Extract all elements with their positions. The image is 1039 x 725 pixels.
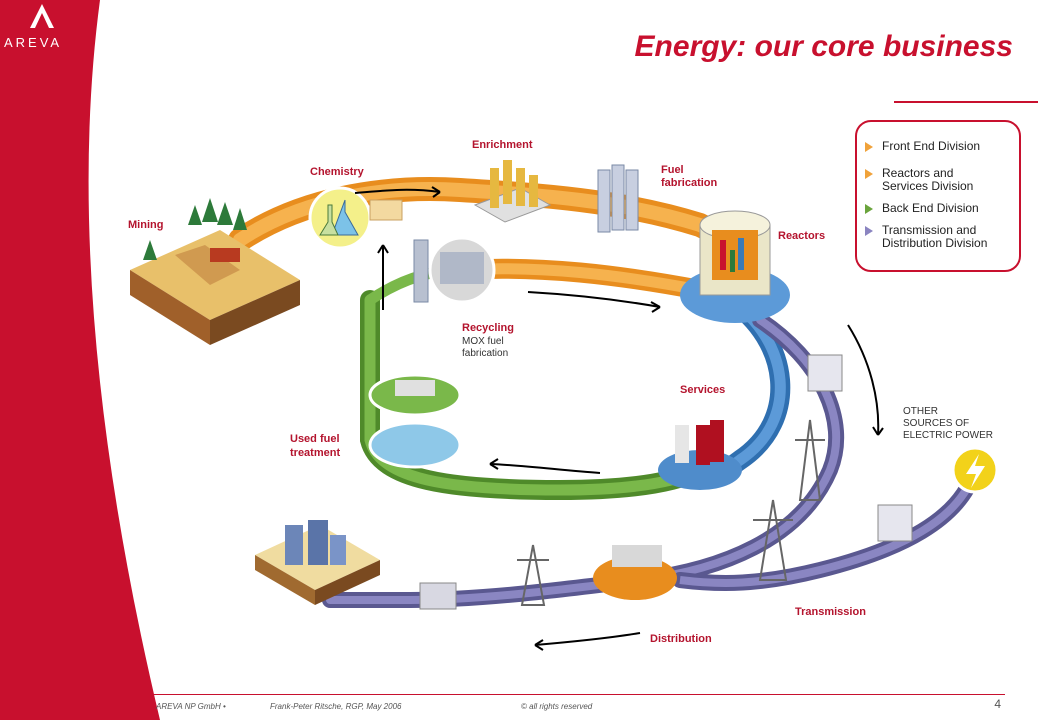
label-recycling: Recycling — [462, 322, 514, 334]
transformer-illustration-1 — [807, 354, 843, 392]
legend-label-line-1: Transmission and — [882, 223, 977, 237]
legend-label: Back End Division — [882, 201, 979, 215]
pylon-illustration-1 — [795, 419, 825, 501]
page-title: Energy: our core business — [634, 30, 1013, 63]
footer-company: AREVA NP GmbH • — [156, 702, 226, 711]
label-mining: Mining — [128, 219, 163, 231]
red-band — [0, 0, 160, 720]
label-other-sources-3: ELECTRIC POWER — [903, 430, 993, 441]
reactor-illustration — [680, 210, 790, 323]
triangle-bullet-icon — [865, 226, 873, 236]
pylon-illustration-2 — [753, 499, 793, 581]
brand-logo-text: AREVA — [4, 35, 63, 50]
arrow-reactor-out — [847, 324, 880, 436]
triangle-bullet-icon — [865, 204, 873, 214]
label-used-fuel-1: Used fuel — [290, 433, 340, 445]
city-illustration — [255, 520, 380, 605]
triangle-bullet-icon — [865, 169, 873, 179]
services-illustration — [658, 420, 742, 490]
chemistry-illustration — [308, 186, 403, 250]
label-distribution: Distribution — [650, 633, 712, 645]
enrichment-illustration — [473, 160, 552, 223]
label-fuel-fabrication-2: fabrication — [661, 177, 718, 189]
footer-rights: © all rights reserved — [521, 702, 593, 711]
transformer-illustration-2 — [877, 504, 913, 542]
label-other-sources-1: OTHER — [903, 406, 938, 417]
title-underline — [894, 101, 1038, 103]
arrow-chemistry-enrichment — [354, 188, 441, 194]
legend-label: Front End Division — [882, 139, 981, 153]
legend-item-front-end: Front End Division — [865, 140, 980, 153]
recycling-illustration — [413, 236, 496, 304]
label-mox-2: fabrication — [462, 348, 508, 359]
legend-item-back-end: Back End Division — [865, 202, 979, 215]
label-mox-1: MOX fuel — [462, 336, 504, 347]
label-transmission: Transmission — [795, 606, 866, 618]
label-other-sources-2: SOURCES OF — [903, 418, 969, 429]
legend-label-line-2: Services Division — [882, 179, 974, 193]
label-enrichment: Enrichment — [472, 139, 533, 151]
triangle-bullet-icon — [865, 142, 873, 152]
footer-rule — [150, 694, 1005, 695]
fuel-fabrication-illustration — [597, 164, 639, 233]
label-used-fuel-2: treatment — [290, 447, 340, 459]
label-services: Services — [680, 384, 725, 396]
control-room-illustration — [593, 545, 677, 600]
footer-author: Frank-Peter Ritsche, RGP, May 2006 — [270, 702, 402, 711]
label-fuel-fabrication-1: Fuel — [661, 164, 684, 176]
substation-illustration — [419, 582, 457, 610]
arrow-to-reactor — [527, 291, 661, 308]
mining-illustration — [130, 198, 300, 345]
pylon-illustration-3 — [517, 544, 549, 606]
legend-label-line-2: Distribution Division — [882, 236, 988, 250]
used-fuel-illustration — [368, 373, 462, 469]
page-number: 4 — [994, 697, 1001, 711]
legend-label-line-1: Reactors and — [882, 166, 954, 180]
label-chemistry: Chemistry — [310, 166, 365, 178]
arrow-distribution — [534, 632, 641, 646]
label-reactors: Reactors — [778, 230, 825, 242]
areva-logo-icon — [30, 4, 54, 28]
flow-arrows — [354, 186, 884, 651]
arrow-to-used-fuel — [489, 463, 601, 474]
lightning-icon — [951, 446, 999, 494]
